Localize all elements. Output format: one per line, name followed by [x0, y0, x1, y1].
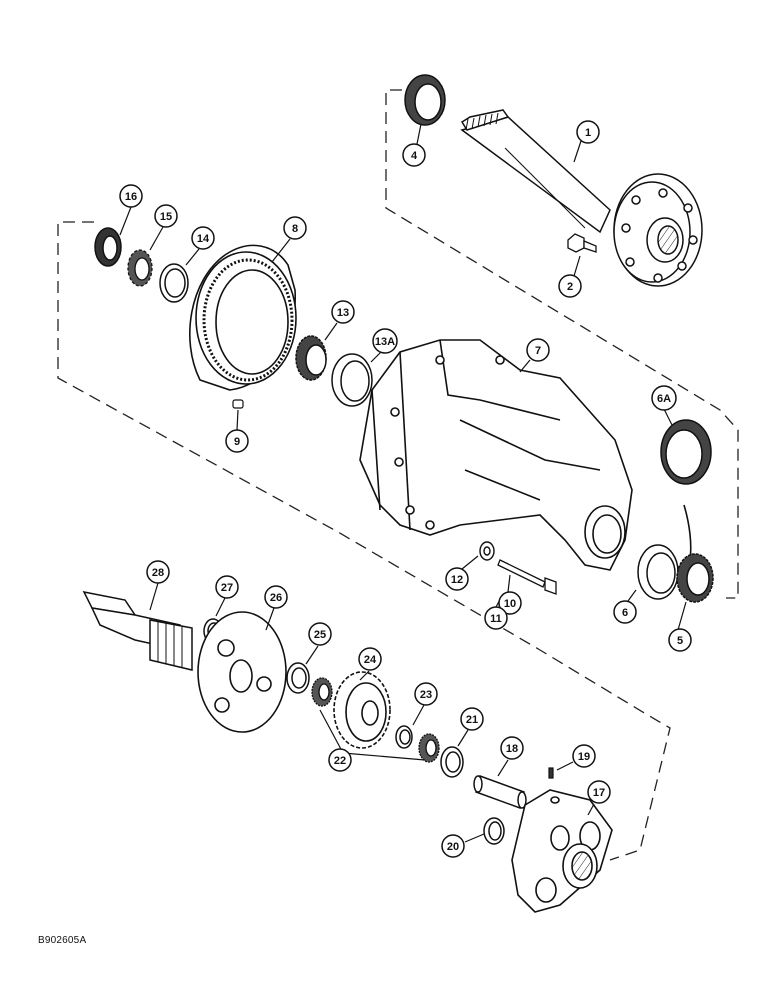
callout-16: 16 — [119, 184, 143, 208]
svg-text:24: 24 — [364, 654, 377, 666]
svg-text:27: 27 — [221, 582, 233, 594]
svg-text:16: 16 — [125, 191, 137, 203]
callout-9: 9 — [225, 429, 249, 453]
svg-text:22: 22 — [334, 755, 346, 767]
svg-text:5: 5 — [677, 635, 683, 647]
svg-text:21: 21 — [466, 714, 478, 726]
axle-housing — [359, 339, 633, 571]
bearing-cone-5 — [676, 553, 714, 603]
leader-lines — [119, 123, 687, 843]
svg-text:26: 26 — [270, 592, 282, 604]
svg-text:7: 7 — [535, 345, 541, 357]
snap-ring-20 — [483, 817, 505, 845]
arc-marker — [683, 504, 692, 561]
svg-text:13: 13 — [337, 307, 349, 319]
planet-carrier — [511, 789, 613, 913]
callout-21: 21 — [460, 707, 484, 731]
needle-bearing-right — [418, 733, 440, 763]
lock-nut — [94, 227, 122, 267]
callout-22: 22 — [328, 748, 352, 772]
washer-23 — [395, 725, 413, 749]
axle-seal — [404, 74, 446, 126]
callout-5: 5 — [668, 628, 692, 652]
axle-shaft — [460, 109, 703, 287]
svg-text:6A: 6A — [657, 393, 671, 405]
svg-text:19: 19 — [578, 751, 590, 763]
svg-text:10: 10 — [504, 598, 516, 610]
callout-7: 7 — [526, 338, 550, 362]
callout-23: 23 — [414, 682, 438, 706]
callout-6a: 6A — [651, 385, 677, 411]
svg-text:12: 12 — [451, 574, 463, 586]
lock-washer — [127, 249, 153, 287]
callout-14: 14 — [191, 226, 215, 250]
callout-26: 26 — [264, 585, 288, 609]
svg-text:23: 23 — [420, 689, 432, 701]
callout-18: 18 — [500, 736, 524, 760]
callout-11: 11 — [484, 606, 508, 630]
bearing-cup-6 — [637, 544, 679, 600]
svg-text:6: 6 — [622, 607, 628, 619]
svg-text:2: 2 — [567, 281, 573, 293]
callout-1: 1 — [576, 120, 600, 144]
callout-12: 12 — [445, 567, 469, 591]
svg-text:14: 14 — [197, 233, 210, 245]
carrier-plate — [197, 611, 287, 733]
callouts: 1 2 4 16 15 14 8 13 13A 7 6A 9 12 10 11 … — [119, 120, 692, 858]
assembly-outline — [57, 89, 739, 861]
callout-25: 25 — [308, 622, 332, 646]
svg-text:18: 18 — [506, 743, 518, 755]
callout-17: 17 — [587, 780, 611, 804]
callout-28: 28 — [146, 560, 170, 584]
svg-text:1: 1 — [585, 127, 591, 139]
planet-gear — [333, 671, 391, 749]
svg-text:4: 4 — [411, 150, 418, 162]
callout-2: 2 — [558, 274, 582, 298]
figure-id: B902605A — [38, 935, 87, 946]
callout-4: 4 — [402, 143, 426, 167]
svg-text:20: 20 — [447, 841, 459, 853]
svg-text:17: 17 — [593, 787, 605, 799]
svg-text:8: 8 — [292, 223, 298, 235]
dowel-pin — [232, 399, 244, 409]
planet-pin — [473, 775, 527, 809]
callout-24: 24 — [358, 647, 382, 671]
thrust-washer-14 — [159, 263, 189, 303]
callout-13a: 13A — [372, 328, 398, 354]
bearing-cone-13 — [295, 335, 327, 381]
bearing-cup-13a — [331, 353, 373, 407]
callout-15: 15 — [154, 204, 178, 228]
svg-text:25: 25 — [314, 629, 326, 641]
callout-27: 27 — [215, 575, 239, 599]
svg-text:11: 11 — [490, 613, 502, 625]
washer-12 — [479, 541, 495, 561]
svg-text:28: 28 — [152, 567, 164, 579]
svg-text:15: 15 — [160, 211, 172, 223]
needle-bearing-left — [311, 677, 333, 707]
thrust-washer-25 — [286, 662, 310, 694]
stud-bolt — [567, 233, 597, 253]
input-shaft — [82, 590, 193, 671]
callout-13: 13 — [331, 300, 355, 324]
callout-6: 6 — [613, 600, 637, 624]
roll-pin — [548, 767, 554, 779]
svg-text:13A: 13A — [375, 336, 395, 348]
bolt-10 — [497, 559, 557, 595]
callout-8: 8 — [283, 216, 307, 240]
callout-20: 20 — [441, 834, 465, 858]
svg-text:9: 9 — [234, 436, 240, 448]
callout-19: 19 — [572, 744, 596, 768]
thrust-washer-21 — [440, 746, 464, 778]
callout-10: 10 — [498, 591, 522, 615]
bearing-cup-6a — [660, 419, 712, 485]
ring-gear — [189, 244, 297, 391]
